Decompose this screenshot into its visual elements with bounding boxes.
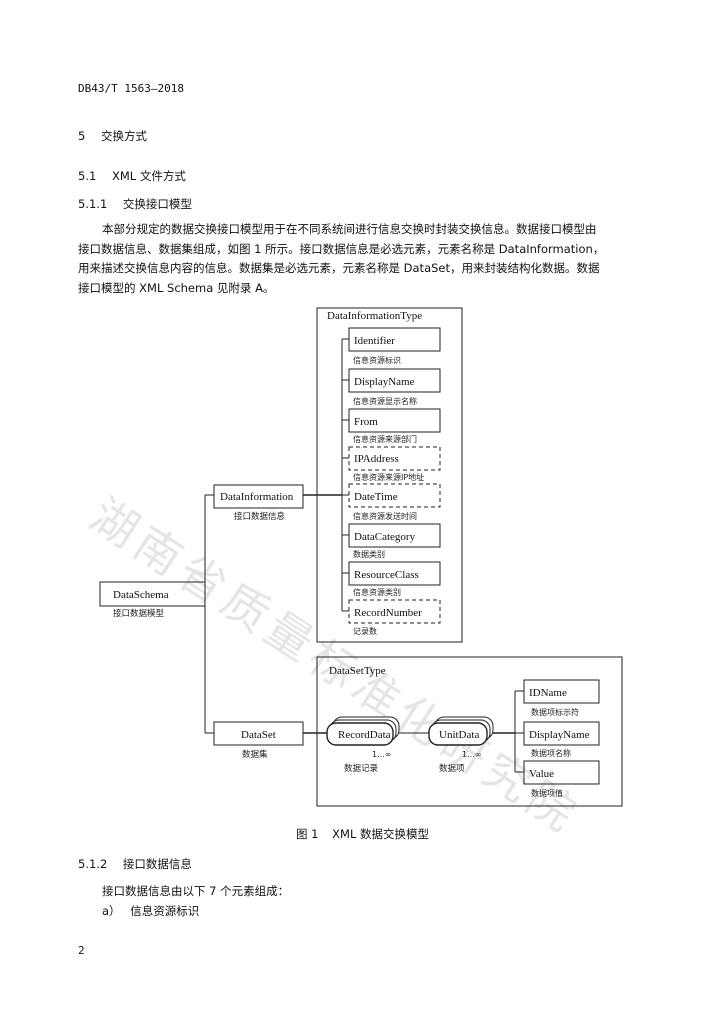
section-title: 交换接口模型: [122, 197, 192, 211]
date-time-box: [348, 483, 441, 508]
data-information-type-box: [316, 307, 463, 643]
value-label: Value: [529, 768, 554, 780]
unit-display-name-sub: 数据项名称: [531, 748, 571, 758]
date-time-label: DateTime: [354, 491, 398, 503]
figure-title: XML 数据交换模型: [332, 827, 430, 841]
ip-address-label: IPAddress: [354, 453, 399, 465]
section-5-1-1-heading: 5.1.1 交换接口模型: [78, 196, 192, 212]
from-label: From: [354, 416, 378, 428]
section-5-1-heading: 5.1 XML 文件方式: [78, 168, 186, 184]
section-title: XML 文件方式: [111, 169, 186, 183]
list-text: 信息资源标识: [130, 904, 200, 918]
unit-display-name-label: DisplayName: [529, 729, 590, 741]
record-data-box: [326, 722, 394, 746]
unit-data-sub: 数据项: [439, 763, 465, 774]
data-information-type-label: DataInformationType: [327, 310, 422, 322]
page-number: 2: [78, 944, 85, 957]
display-name-box: [348, 368, 441, 393]
section-number: 5.1.1: [78, 197, 108, 211]
unit-display-name-box: [523, 721, 600, 746]
paragraph-line: 用来描述交换信息内容的信息。数据集是必选元素，元素名称是 DataSet，用来封…: [78, 261, 600, 275]
data-information-sub: 接口数据信息: [234, 511, 286, 522]
paragraph-line: 接口模型的 XML Schema 见附录 A。: [78, 280, 275, 295]
paragraph-line: 本部分规定的数据交换接口模型用于在不同系统间进行信息交换时封装交换信息。数据接口…: [102, 222, 597, 236]
record-number-sub: 记录数: [353, 626, 377, 636]
data-category-sub: 数据类别: [353, 549, 385, 559]
identifier-sub: 信息资源标识: [353, 355, 401, 365]
value-sub: 数据项值: [531, 788, 563, 798]
resource-class-label: ResourceClass: [354, 569, 419, 581]
body-paragraph: 本部分规定的数据交换接口模型用于在不同系统间进行信息交换时封装交换信息。数据接口…: [78, 220, 604, 298]
resource-class-box: [348, 561, 441, 586]
ip-address-box: [348, 446, 441, 471]
data-schema-label: DataSchema: [113, 589, 169, 601]
record-data-label: RecordData: [338, 729, 391, 741]
dataset-sub: 数据集: [242, 749, 268, 760]
data-information-box: [213, 484, 304, 509]
unit-data-label: UnitData: [439, 729, 479, 741]
unit-data-box: [428, 722, 488, 746]
id-name-label: IDName: [529, 687, 567, 699]
section-5-1-2-heading: 5.1.2 接口数据信息: [78, 856, 192, 872]
id-name-sub: 数据项标示符: [531, 707, 579, 717]
value-box: [523, 760, 600, 785]
from-sub: 信息资源来源部门: [353, 434, 417, 444]
dataset-type-box: [316, 656, 623, 807]
section-title: 接口数据信息: [122, 857, 192, 871]
figure-number: 图 1: [296, 827, 319, 841]
identifier-box: [348, 327, 441, 352]
section-title: 交换方式: [100, 129, 147, 143]
record-number-box: [348, 599, 441, 624]
list-item-a: a） 信息资源标识: [102, 902, 199, 922]
display-name-sub: 信息资源显示名称: [353, 396, 417, 406]
paragraph-line: 接口数据信息、数据集组成，如图 1 所示。接口数据信息是必选元素，元素名称是 D…: [78, 241, 605, 256]
list-marker: a）: [102, 904, 121, 918]
section-number: 5.1.2: [78, 857, 108, 871]
doc-code: DB43/T 1563—2018: [78, 82, 184, 95]
section-number: 5.1: [78, 169, 97, 183]
record-data-sub: 数据记录: [344, 763, 379, 774]
id-name-box: [523, 679, 600, 704]
section-number: 5: [78, 129, 86, 143]
figure-caption: 图 1 XML 数据交换模型: [296, 826, 429, 842]
record-number-label: RecordNumber: [354, 607, 422, 619]
record-data-multiplicity: 1...∞: [372, 750, 391, 759]
dataset-type-label: DataSetType: [329, 665, 386, 677]
display-name-label: DisplayName: [354, 376, 415, 388]
from-box: [348, 408, 441, 433]
data-category-label: DataCategory: [354, 531, 416, 543]
unit-data-multiplicity: 1...∞: [462, 750, 481, 759]
resource-class-sub: 信息资源类别: [353, 587, 401, 597]
identifier-label: Identifier: [354, 335, 395, 347]
section-5-heading: 5 交换方式: [78, 128, 147, 144]
date-time-sub: 信息资源发送时间: [353, 511, 417, 521]
dataset-label: DataSet: [241, 729, 276, 741]
data-schema-sub: 接口数据模型: [113, 608, 165, 619]
data-category-box: [348, 523, 441, 548]
body-paragraph-2: 接口数据信息由以下 7 个元素组成：: [102, 884, 290, 898]
ip-address-sub: 信息资源来源IP地址: [353, 472, 424, 482]
data-information-label: DataInformation: [220, 491, 294, 503]
